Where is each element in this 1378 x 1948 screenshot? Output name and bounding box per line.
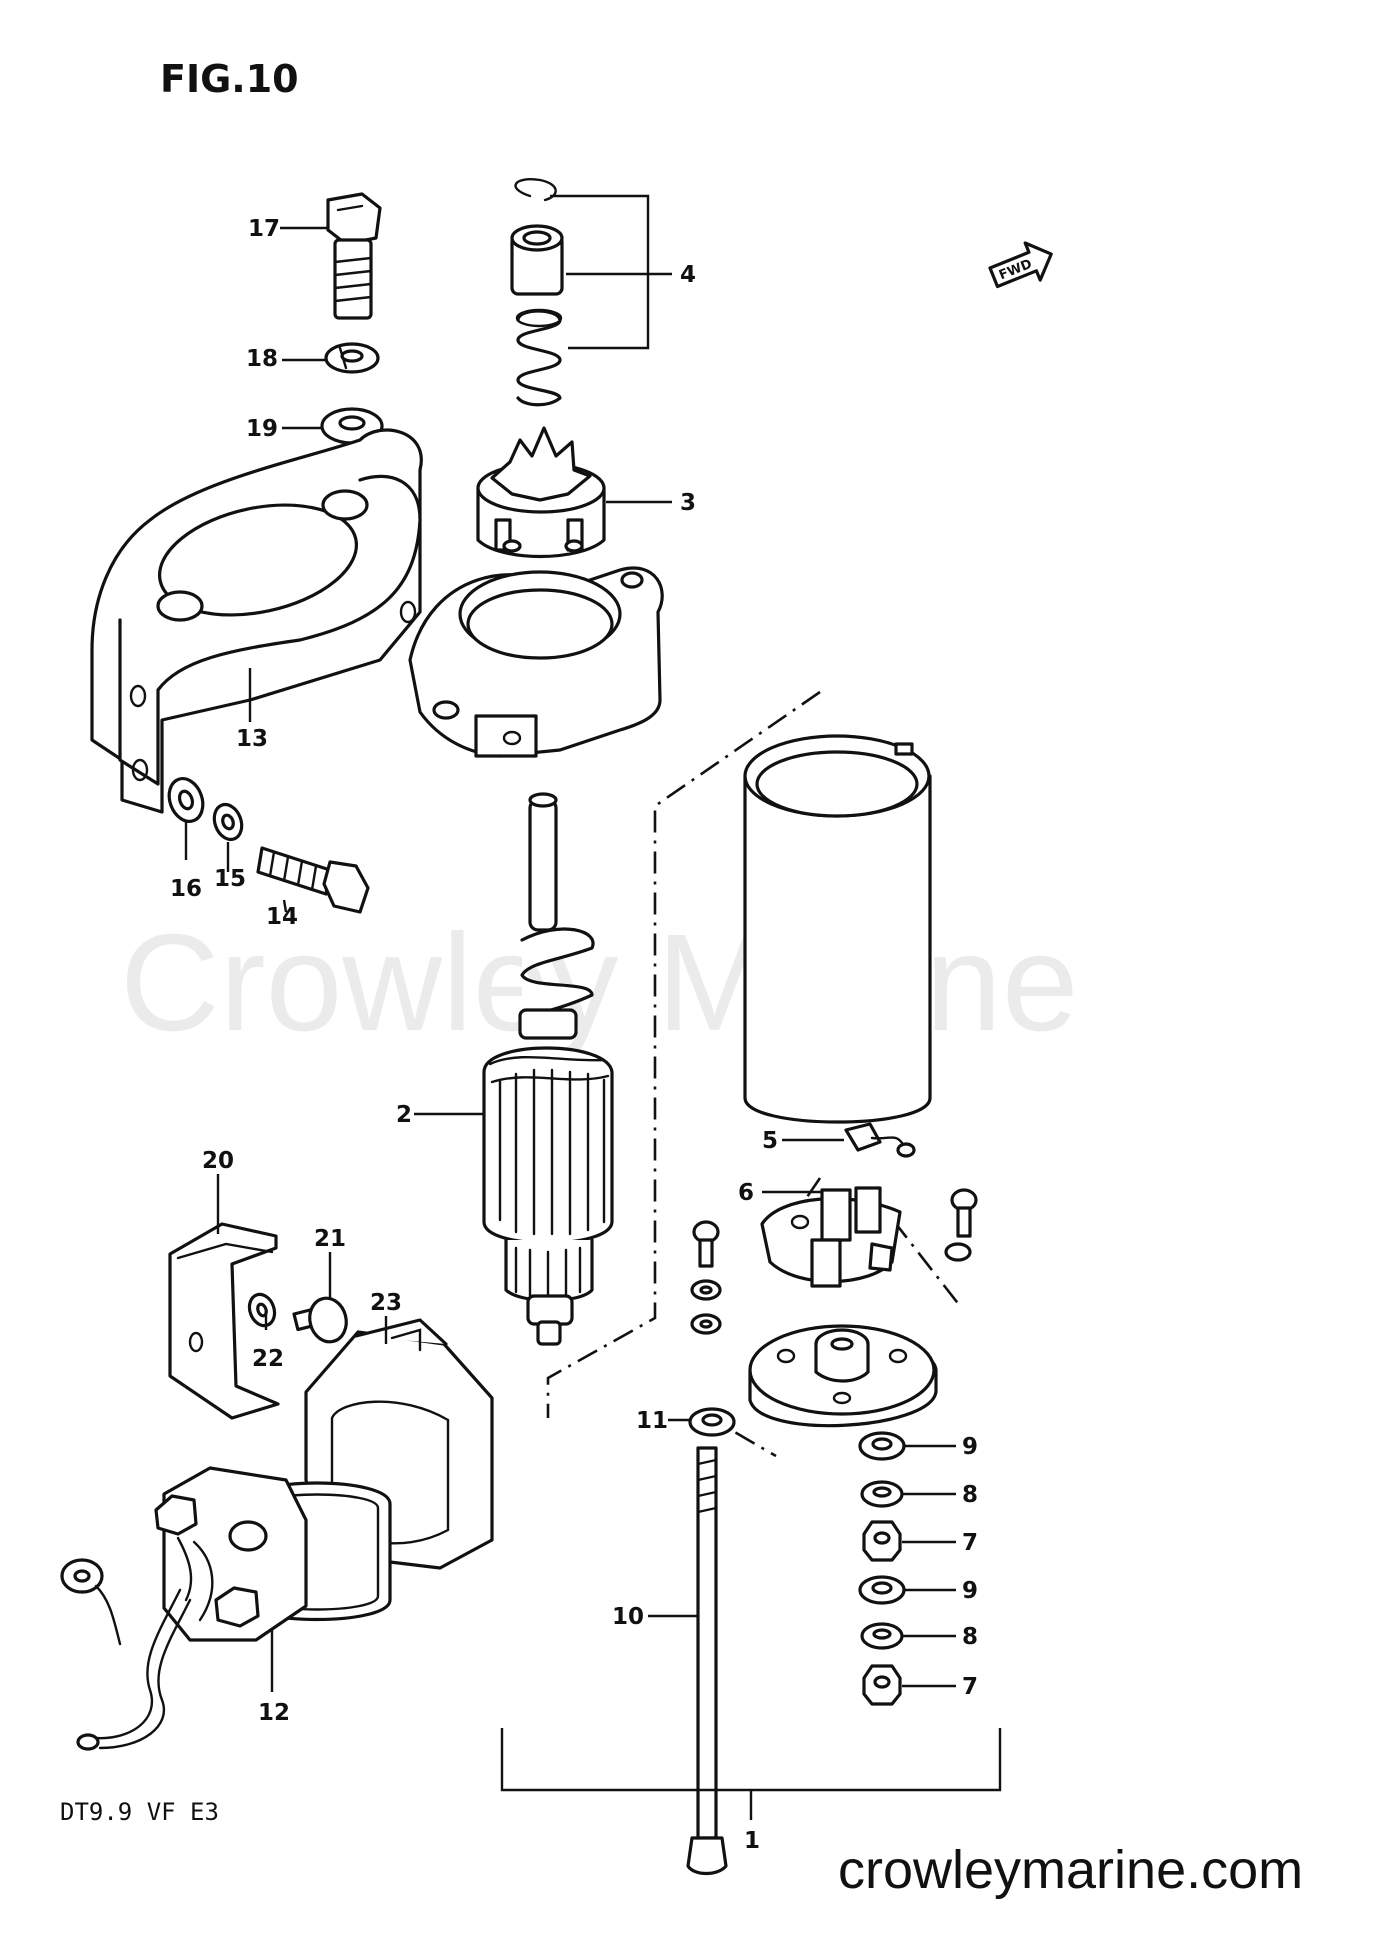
callout-14: 14 [266, 904, 298, 930]
model-code: DT9.9 VF E3 [60, 1798, 219, 1826]
callout-18: 18 [246, 346, 278, 372]
callouts: 17 18 19 4 3 13 16 15 14 2 5 6 20 21 22 … [170, 216, 978, 1854]
brush-5[interactable] [844, 1122, 916, 1158]
lock-washer-15[interactable] [210, 801, 247, 844]
watermark-text: Crowley Marine [120, 906, 1079, 1060]
washer-9-upper[interactable] [858, 1431, 906, 1461]
rear-end-cover[interactable] [748, 1324, 938, 1428]
solenoid-12[interactable] [154, 1466, 392, 1642]
assembly-bracket-1 [500, 1728, 1002, 1820]
callout-7b: 7 [962, 1674, 978, 1700]
washer-9-lower[interactable] [858, 1575, 906, 1605]
callout-17: 17 [248, 216, 280, 242]
pinion-stop-kit-4[interactable] [510, 178, 564, 407]
website-url: crowleymarine.com [838, 1840, 1303, 1900]
callout-21: 21 [314, 1226, 346, 1252]
nut-7-lower[interactable] [862, 1664, 902, 1706]
nut-7-upper[interactable] [862, 1520, 902, 1562]
figure-title: FIG.10 [160, 57, 299, 101]
callout-7a: 7 [962, 1530, 978, 1556]
lock-washer-18[interactable] [324, 342, 380, 374]
callout-11: 11 [636, 1408, 668, 1434]
callout-23: 23 [370, 1290, 402, 1316]
fwd-arrow-icon: FWD [988, 241, 1053, 289]
bolt-17[interactable] [326, 192, 382, 320]
assembly-line-upper [546, 690, 821, 1418]
callout-9a: 9 [962, 1434, 978, 1460]
callout-8b: 8 [962, 1624, 978, 1650]
callout-8a: 8 [962, 1482, 978, 1508]
washer-11[interactable] [688, 1407, 736, 1437]
lock-washer-8-upper[interactable] [860, 1480, 904, 1508]
callout-13: 13 [236, 726, 268, 752]
callout-1: 1 [744, 1828, 760, 1854]
screw-21[interactable] [292, 1294, 351, 1345]
leader-lines [184, 194, 956, 1692]
pinion-gear-3[interactable] [476, 426, 606, 559]
upper-end-housing[interactable] [408, 566, 664, 758]
bolt-14[interactable] [256, 846, 370, 914]
screw-left[interactable] [690, 1220, 722, 1335]
callout-4: 4 [680, 262, 696, 288]
starter-yoke[interactable] [743, 734, 932, 1124]
callout-6: 6 [738, 1180, 754, 1206]
callout-5: 5 [762, 1128, 778, 1154]
callout-10: 10 [612, 1604, 644, 1630]
screw-right[interactable] [944, 1188, 978, 1262]
callout-16: 16 [170, 876, 202, 902]
through-bolt-10[interactable] [686, 1446, 728, 1876]
bracket-13[interactable] [90, 428, 423, 814]
callout-2: 2 [396, 1102, 412, 1128]
washer-22[interactable] [245, 1291, 278, 1329]
callout-9b: 9 [962, 1578, 978, 1604]
callout-15: 15 [214, 866, 246, 892]
lock-washer-8-lower[interactable] [860, 1622, 904, 1650]
callout-3: 3 [680, 490, 696, 516]
brush-holder-6[interactable] [760, 1186, 902, 1288]
callout-19: 19 [246, 416, 278, 442]
callout-22: 22 [252, 1346, 284, 1372]
callout-20: 20 [202, 1148, 234, 1174]
callout-12: 12 [258, 1700, 290, 1726]
lead-wire[interactable] [60, 1558, 192, 1751]
washer-16[interactable] [163, 774, 208, 826]
armature-2[interactable] [482, 792, 614, 1346]
cover-20[interactable] [168, 1222, 280, 1420]
